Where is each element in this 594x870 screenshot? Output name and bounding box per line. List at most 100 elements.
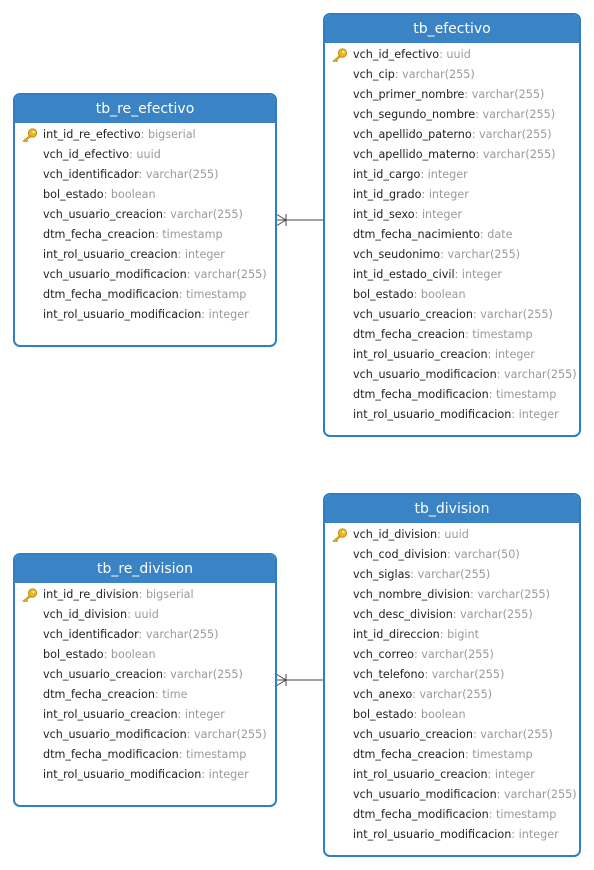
column-type: : integer	[511, 828, 559, 841]
column-row[interactable]: vch_telefono: varchar(255)	[325, 665, 579, 685]
column-row[interactable]: vch_cip: varchar(255)	[325, 65, 579, 85]
column-name: vch_nombre_division	[353, 588, 471, 601]
column-row[interactable]: bol_estado: boolean	[325, 285, 579, 305]
column-row[interactable]: dtm_fecha_modificacion: timestamp	[325, 805, 579, 825]
table-header: tb_re_division	[15, 555, 275, 583]
column-type: : varchar(255)	[472, 728, 553, 741]
column-row[interactable]: int_rol_usuario_modificacion: integer	[15, 305, 275, 325]
column-type: : integer	[487, 768, 535, 781]
column-name: int_rol_usuario_modificacion	[43, 768, 202, 781]
column-row[interactable]: int_id_re_division: bigserial	[15, 585, 275, 605]
column-type: : integer	[487, 348, 535, 361]
column-row[interactable]: int_rol_usuario_creacion: integer	[325, 765, 579, 785]
column-row[interactable]: bol_estado: boolean	[15, 185, 275, 205]
column-row[interactable]: int_rol_usuario_creacion: integer	[15, 705, 275, 725]
column-row[interactable]: dtm_fecha_creacion: timestamp	[15, 225, 275, 245]
column-row[interactable]: vch_desc_division: varchar(255)	[325, 605, 579, 625]
column-name: dtm_fecha_modificacion	[43, 288, 179, 301]
column-row[interactable]: dtm_fecha_modificacion: timestamp	[15, 745, 275, 765]
column-name: vch_anexo	[353, 688, 413, 701]
column-row[interactable]: vch_usuario_modificacion: varchar(255)	[325, 365, 579, 385]
column-row[interactable]: vch_usuario_modificacion: varchar(255)	[15, 265, 275, 285]
relation-re-division-to-division	[275, 673, 324, 687]
column-row[interactable]: vch_identificador: varchar(255)	[15, 625, 275, 645]
column-row[interactable]: vch_usuario_modificacion: varchar(255)	[15, 725, 275, 745]
column-row[interactable]: vch_seudonimo: varchar(255)	[325, 245, 579, 265]
column-name: bol_estado	[43, 648, 104, 661]
column-row[interactable]: vch_segundo_nombre: varchar(255)	[325, 105, 579, 125]
column-row[interactable]: vch_usuario_modificacion: varchar(255)	[325, 785, 579, 805]
column-row[interactable]: vch_usuario_creacion: varchar(255)	[325, 725, 579, 745]
column-row[interactable]: dtm_fecha_nacimiento: date	[325, 225, 579, 245]
column-row[interactable]: vch_anexo: varchar(255)	[325, 685, 579, 705]
column-row[interactable]: dtm_fecha_creacion: time	[15, 685, 275, 705]
column-row[interactable]: vch_id_division: uuid	[325, 525, 579, 545]
column-type: : bigserial	[140, 128, 196, 141]
column-row[interactable]: int_rol_usuario_creacion: integer	[15, 245, 275, 265]
column-row[interactable]: vch_id_efectivo: uuid	[15, 145, 275, 165]
column-row[interactable]: dtm_fecha_modificacion: timestamp	[325, 385, 579, 405]
column-type: : varchar(255)	[475, 108, 556, 121]
column-name: int_rol_usuario_creacion	[43, 708, 178, 721]
column-row[interactable]: bol_estado: boolean	[15, 645, 275, 665]
column-row[interactable]: vch_nombre_division: varchar(255)	[325, 585, 579, 605]
column-name: vch_usuario_modificacion	[353, 788, 497, 801]
column-type: : integer	[421, 188, 469, 201]
column-row[interactable]: vch_cod_division: varchar(50)	[325, 545, 579, 565]
column-name: dtm_fecha_creacion	[43, 228, 155, 241]
column-type: : integer	[420, 168, 468, 181]
column-row[interactable]: int_rol_usuario_modificacion: integer	[325, 825, 579, 845]
column-row[interactable]: vch_siglas: varchar(255)	[325, 565, 579, 585]
column-row[interactable]: bol_estado: boolean	[325, 705, 579, 725]
column-row[interactable]: int_id_estado_civil: integer	[325, 265, 579, 285]
column-name: int_id_re_efectivo	[43, 128, 141, 141]
column-type: : varchar(255)	[464, 88, 545, 101]
column-row[interactable]: int_id_sexo: integer	[325, 205, 579, 225]
column-name: vch_cod_division	[353, 548, 447, 561]
column-row[interactable]: vch_apellido_materno: varchar(255)	[325, 145, 579, 165]
column-name: vch_identificador	[43, 168, 139, 181]
column-type: : varchar(255)	[186, 268, 267, 281]
table-header: tb_re_efectivo	[15, 95, 275, 123]
column-name: vch_usuario_modificacion	[43, 728, 187, 741]
column-type: : integer	[414, 208, 463, 221]
column-name: int_id_grado	[353, 188, 422, 201]
primary-key-icon	[331, 528, 348, 543]
column-name: int_rol_usuario_creacion	[353, 768, 488, 781]
column-row[interactable]: int_id_re_efectivo: bigserial	[15, 125, 275, 145]
column-row[interactable]: vch_id_division: uuid	[15, 605, 275, 625]
column-type: : integer	[177, 708, 225, 721]
column-row[interactable]: int_id_grado: integer	[325, 185, 579, 205]
column-row[interactable]: vch_usuario_creacion: varchar(255)	[325, 305, 579, 325]
column-type: : bigint	[439, 628, 480, 641]
column-row[interactable]: int_id_direccion: bigint	[325, 625, 579, 645]
column-row[interactable]: vch_usuario_creacion: varchar(255)	[15, 665, 275, 685]
column-name: vch_desc_division	[353, 608, 453, 621]
column-row[interactable]: vch_id_efectivo: uuid	[325, 45, 579, 65]
column-type: : uuid	[439, 48, 471, 61]
column-type: : date	[479, 228, 513, 241]
column-name: dtm_fecha_creacion	[353, 328, 465, 341]
column-name: vch_id_efectivo	[43, 148, 130, 161]
column-row[interactable]: int_id_cargo: integer	[325, 165, 579, 185]
column-row[interactable]: int_rol_usuario_modificacion: integer	[325, 405, 579, 425]
table-tb-re-division[interactable]: tb_re_division int_id_re_division: bigse…	[13, 553, 277, 807]
column-name: bol_estado	[43, 188, 104, 201]
column-row[interactable]: vch_identificador: varchar(255)	[15, 165, 275, 185]
column-type: : timestamp	[464, 748, 533, 761]
column-row[interactable]: dtm_fecha_modificacion: timestamp	[15, 285, 275, 305]
column-type: : varchar(255)	[186, 728, 267, 741]
column-row[interactable]: dtm_fecha_creacion: timestamp	[325, 325, 579, 345]
column-row[interactable]: vch_primer_nombre: varchar(255)	[325, 85, 579, 105]
column-row[interactable]: vch_apellido_paterno: varchar(255)	[325, 125, 579, 145]
column-row[interactable]: int_rol_usuario_modificacion: integer	[15, 765, 275, 785]
column-row[interactable]: vch_usuario_creacion: varchar(255)	[15, 205, 275, 225]
table-tb-re-efectivo[interactable]: tb_re_efectivo int_id_re_efectivo: bigse…	[13, 93, 277, 347]
column-row[interactable]: vch_correo: varchar(255)	[325, 645, 579, 665]
column-row[interactable]: int_rol_usuario_creacion: integer	[325, 345, 579, 365]
column-row[interactable]: dtm_fecha_creacion: timestamp	[325, 745, 579, 765]
column-type: : varchar(255)	[394, 68, 475, 81]
